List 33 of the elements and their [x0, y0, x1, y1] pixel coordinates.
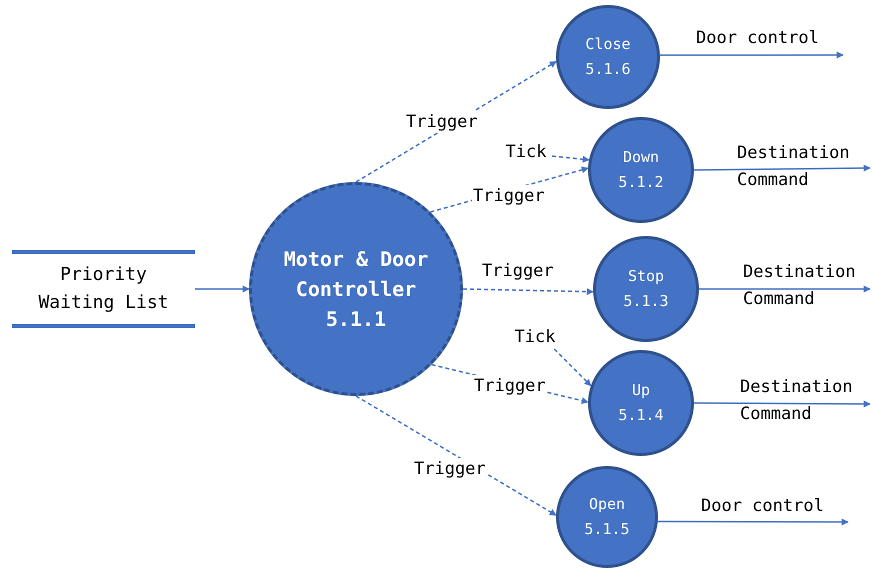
dashed-arrow	[356, 395, 557, 516]
process-name: Up	[632, 380, 650, 401]
edge-label: Trigger	[472, 185, 546, 207]
arrow	[694, 400, 871, 408]
process-number: 5.1.2	[618, 172, 664, 193]
process-number: 5.1.6	[585, 59, 631, 80]
flow-label: Tick	[510, 325, 560, 349]
edge-label: Destination Command	[737, 142, 851, 192]
process-name: Open	[588, 494, 626, 515]
process-name: Close	[585, 34, 631, 55]
process-number: 5.1.1	[324, 306, 388, 333]
arrow	[660, 52, 844, 58]
arrow	[694, 164, 871, 172]
edge-label: Destination Command	[743, 261, 857, 311]
dashed-arrow	[552, 155, 590, 163]
process-number: 5.1.5	[584, 519, 630, 540]
edge-label: Trigger	[481, 260, 555, 282]
edge-label: Trigger	[405, 111, 479, 133]
flow-label: Tick	[500, 140, 552, 164]
dashed-arrow	[462, 288, 594, 296]
edge-label: Trigger	[413, 458, 487, 480]
arrow	[195, 286, 250, 292]
process-name: Motor & Door Controller	[282, 246, 430, 303]
data-store	[12, 250, 195, 328]
edge-label: Destination Command	[740, 376, 854, 426]
edge-label: Trigger	[473, 375, 547, 397]
process-name: Stop	[628, 266, 664, 287]
store-label: Priority Waiting List	[37, 263, 170, 315]
process-number: 5.1.3	[623, 291, 669, 312]
arrow	[658, 518, 849, 526]
process-name: Down	[622, 147, 660, 168]
arrow	[699, 286, 871, 292]
process-number: 5.1.4	[618, 405, 664, 426]
